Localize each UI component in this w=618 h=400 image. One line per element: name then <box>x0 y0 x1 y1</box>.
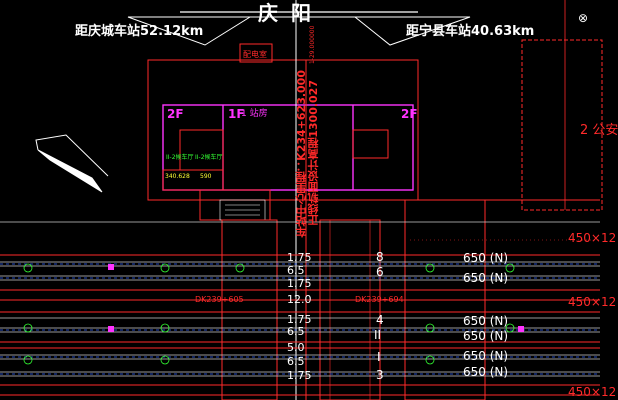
track-number: 6 <box>376 265 384 279</box>
center-mileage-rotated-top: 1-29.000000 <box>309 25 316 64</box>
right-station-distance: 距宁县车站40.63km <box>406 24 535 39</box>
effective-length: 650 (N) <box>463 251 509 265</box>
effective-length: 650 (N) <box>463 349 509 363</box>
left-station-distance: 距庆城车站52.12km <box>75 24 204 39</box>
effective-length: 650 (N) <box>463 329 509 343</box>
track-number: I <box>377 350 381 364</box>
center-floor-label: 1F <box>228 107 245 121</box>
hall-label-b: II-2候车厅 <box>195 154 223 161</box>
svg-text:⊗: ⊗ <box>578 11 588 25</box>
station-name: 庆 阳 <box>258 1 314 25</box>
top-room-label: 配电室 <box>243 50 267 59</box>
right-floor-label: 2F <box>401 107 418 121</box>
center-floor-note: 1 站房 <box>241 109 268 119</box>
track-number: II <box>374 328 382 342</box>
spacing-value: 1.75 <box>287 369 312 382</box>
dim-label-2: 450×12 <box>568 295 617 309</box>
right-box-label: 2 公安 <box>580 123 618 138</box>
chainage-left: DK239+605 <box>195 295 244 304</box>
track-number: 8 <box>376 250 384 264</box>
effective-length: 650 (N) <box>463 271 509 285</box>
dim-label-1: 450×12 <box>568 231 617 245</box>
left-floor-label: 2F <box>167 107 184 121</box>
tracks <box>0 221 600 377</box>
dim-label-3: 450×12 <box>568 385 617 399</box>
left-elevation: 340.628 <box>165 173 190 180</box>
spacing-value: 12.0 <box>287 293 312 306</box>
spacing-value: 1.75 <box>287 251 312 264</box>
signals <box>23 263 515 365</box>
track-number: 4 <box>376 313 384 327</box>
center-mileage-line2: 正线轨面设计高程1300.027 <box>307 80 320 226</box>
spacing-value: 6.5 <box>287 264 305 277</box>
callout-parallelogram <box>37 149 103 193</box>
effective-length: 650 (N) <box>463 365 509 379</box>
spacing-value: 1.75 <box>287 277 312 290</box>
track-number: 3 <box>376 368 384 382</box>
chainage-right: DK239+694 <box>355 295 404 304</box>
effective-length: 650 (N) <box>463 314 509 328</box>
spacing-value: 6.5 <box>287 355 305 368</box>
center-mileage-line1: 车站中心里程：K234+623.000 <box>295 70 308 238</box>
left-elevation-b: 590 <box>200 173 212 180</box>
track-layout-drawing: ⊗ <box>0 0 603 400</box>
spacing-value: 1.75 <box>287 313 312 326</box>
hall-label-a: II-2候车厅 <box>166 154 194 161</box>
spacing-value: 5.0 <box>287 341 305 354</box>
spacing-value: 6.5 <box>287 325 305 338</box>
station-building-outline <box>162 104 414 191</box>
